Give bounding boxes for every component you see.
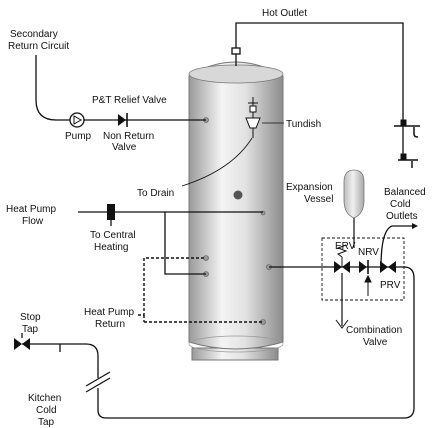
- label-pump: Pump: [65, 131, 92, 142]
- label-combination-valve: Valve: [363, 337, 388, 348]
- hot-outlet-pipe: [231, 22, 404, 126]
- label-secondary-return: Return Circuit: [8, 41, 69, 52]
- label-expansion-vessel: Expansion: [286, 182, 333, 193]
- label-heat-pump-return: Return: [95, 319, 125, 330]
- label-heat-pump-flow: Flow: [22, 216, 44, 227]
- label-heat-pump-return: Heat Pump: [84, 307, 134, 318]
- label-heat-pump-flow: Heat Pump: [6, 204, 56, 215]
- heat-pump-return-pipe: [138, 257, 263, 323]
- diagram-labels: Hot Outlet Secondary Return Circuit P&T …: [6, 8, 426, 428]
- combination-valve-box: [321, 237, 405, 301]
- prv-valve-icon: [380, 261, 396, 273]
- label-balanced-cold-outlets: Balanced: [384, 187, 426, 198]
- balanced-cold-outlets-pipe: [380, 223, 418, 268]
- nrv-valve-icon: [359, 260, 369, 274]
- hot-water-cylinder: [188, 61, 284, 361]
- label-kitchen-cold-tap: Cold: [36, 405, 57, 416]
- stop-tap-icon: [14, 333, 30, 350]
- label-nrv: NRV: [358, 247, 379, 258]
- label-combination-valve: Combination: [346, 325, 402, 336]
- label-secondary-return: Secondary: [10, 29, 58, 40]
- label-to-central-heating: Heating: [94, 242, 128, 253]
- erv-valve-icon: [334, 244, 350, 329]
- motorised-valve-icon: [107, 204, 115, 226]
- label-pt-relief-valve: P&T Relief Valve: [92, 95, 167, 106]
- pipe-break-icon: [85, 371, 111, 393]
- expansion-vessel-icon: [343, 169, 365, 248]
- combination-valve-arrow: [364, 274, 372, 296]
- leader-lines: [181, 122, 284, 187]
- secondary-return-pipe: [35, 55, 206, 121]
- label-stop-tap: Tap: [22, 324, 39, 335]
- label-non-return-valve: Non Return: [103, 131, 154, 142]
- label-non-return-valve: Valve: [112, 142, 137, 153]
- pump-icon: [69, 112, 85, 128]
- label-kitchen-cold-tap: Kitchen: [28, 393, 61, 404]
- label-prv: PRV: [380, 280, 401, 291]
- hot-tap-icon: [394, 119, 420, 168]
- label-erv: ERV: [335, 241, 356, 252]
- label-to-drain: To Drain: [137, 188, 174, 199]
- label-balanced-cold-outlets: Cold: [390, 199, 411, 210]
- label-kitchen-cold-tap: Tap: [38, 417, 55, 428]
- label-hot-outlet: Hot Outlet: [262, 8, 307, 19]
- label-to-central-heating: To Central: [90, 230, 136, 241]
- label-expansion-vessel: Vessel: [304, 194, 333, 205]
- tundish-icon: [245, 117, 261, 138]
- label-tundish: Tundish: [286, 119, 321, 130]
- non-return-valve-icon: [118, 113, 128, 127]
- label-stop-tap: Stop: [20, 312, 41, 323]
- label-balanced-cold-outlets: Outlets: [386, 211, 418, 222]
